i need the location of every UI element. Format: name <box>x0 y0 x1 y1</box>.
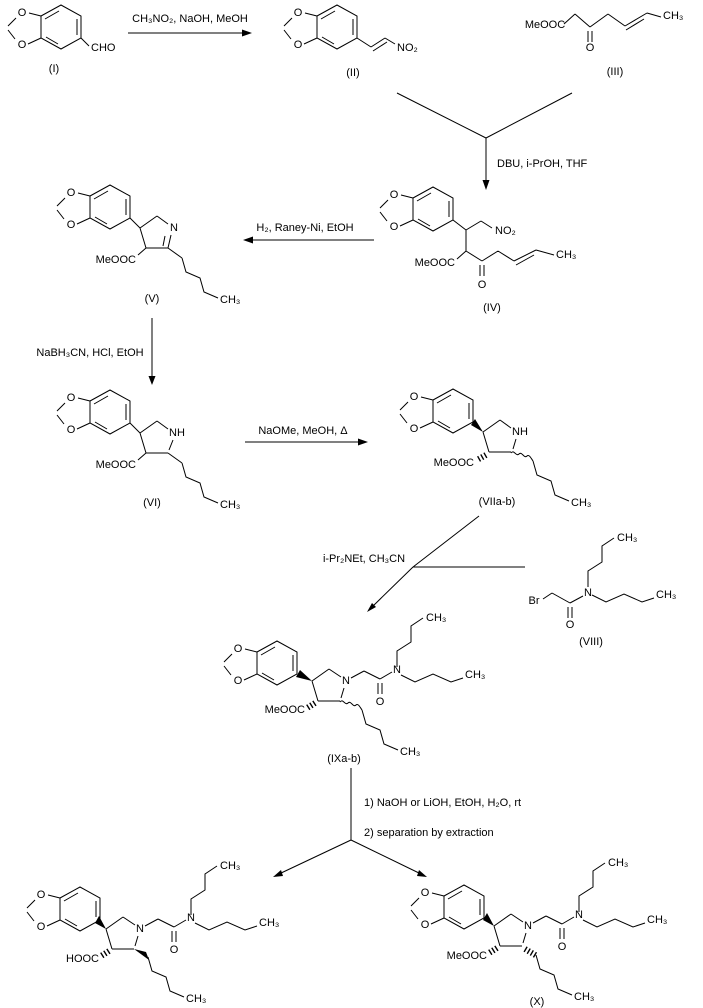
arrow-step7: 1) NaOH or LiOH, EtOH, H₂O, rt 2) separa… <box>273 768 521 877</box>
ester-atom-label: MeOOC <box>447 950 487 962</box>
arrow-step1: CH₃NO₂, NaOH, MeOH <box>128 13 252 37</box>
structure-acid-product: N HOOC <box>26 860 279 1006</box>
br-atom-label: Br <box>529 595 540 607</box>
methyl-atom-label: CH₃ <box>556 249 576 261</box>
structure-ii: NO₂ (II) <box>283 4 418 79</box>
nh-atom-label: NH <box>169 427 185 439</box>
nitrogen-atom-label: N <box>342 675 350 687</box>
ester-atom-label: MeOOC <box>96 459 136 471</box>
nh-atom-label: NH <box>512 426 528 438</box>
structure-iv: NO₂ MeOOC O CH₃ (IV) <box>379 186 576 314</box>
arrow-step5: NaOMe, MeOH, Δ <box>245 425 368 446</box>
oxygen-atom-label: O <box>478 279 487 291</box>
ester-atom-label: MeOOC <box>415 257 455 269</box>
nitrogen-atom-label: N <box>170 222 178 234</box>
arrow-step3: H₂, Raney-Ni, EtOH <box>243 222 374 244</box>
conditions-step4: NaBH₃CN, HCl, EtOH <box>36 347 143 359</box>
conditions-step7-line2: 2) separation by extraction <box>364 827 494 839</box>
compound-label-viii: (VIII) <box>579 636 603 648</box>
conditions-step3: H₂, Raney-Ni, EtOH <box>256 222 353 234</box>
acid-atom-label: HOOC <box>66 953 99 965</box>
structure-iii: MeOOC O CH₃ (III) <box>525 10 684 78</box>
structure-vi: NH MeOOC (VI) <box>56 389 241 512</box>
compound-label-vi: (VI) <box>143 497 161 509</box>
compound-label-ii: (II) <box>346 67 359 79</box>
conditions-step2: DBU, i-PrOH, THF <box>497 158 588 170</box>
ester-atom-label: MeOOC <box>265 704 305 716</box>
arrow-step6: i-Pr₂NEt, CH₃CN <box>323 515 525 612</box>
arrow-step2: DBU, i-PrOH, THF <box>396 92 588 190</box>
structure-viii: Br O N (VIII) <box>529 531 677 648</box>
ester-atom-label: MeOOC <box>434 457 474 469</box>
compound-label-iii: (III) <box>607 66 624 78</box>
structure-ixab: N MeOOC (IXa-b) <box>223 612 485 765</box>
compound-label-v: (V) <box>145 293 160 305</box>
compound-label-viiab: (VIIa-b) <box>479 496 516 508</box>
compound-label-iv: (IV) <box>483 302 501 314</box>
compound-label-x: (X) <box>530 996 545 1008</box>
structure-viiab: NH MeOOC (VIIa-b) <box>399 388 592 510</box>
nitrogen-atom-label: N <box>136 923 144 935</box>
conditions-step5: NaOMe, MeOH, Δ <box>258 425 348 437</box>
compound-label-i: (I) <box>49 63 59 75</box>
cho-atom-label: CHO <box>91 42 116 54</box>
structure-i: CHO (I) <box>7 4 116 75</box>
no2-atom-label: NO₂ <box>495 225 516 237</box>
nitrogen-atom-label: N <box>584 587 592 599</box>
ester-atom-label: MeOOC <box>525 19 565 31</box>
conditions-step7-line1: 1) NaOH or LiOH, EtOH, H₂O, rt <box>364 797 521 809</box>
no2-atom-label: NO₂ <box>397 42 418 54</box>
structure-x: N MeOOC (X) <box>410 857 667 1008</box>
nitrogen-atom-label: N <box>524 920 532 932</box>
conditions-step1: CH₃NO₂, NaOH, MeOH <box>132 13 248 25</box>
methyl-atom-label: CH₃ <box>663 10 683 22</box>
oxygen-atom-label: O <box>566 619 575 631</box>
structure-v: N MeOOC (V) <box>56 184 241 307</box>
ester-atom-label: MeOOC <box>96 254 136 266</box>
arrow-step4: NaBH₃CN, HCl, EtOH <box>36 318 156 385</box>
conditions-step6: i-Pr₂NEt, CH₃CN <box>323 553 405 565</box>
oxygen-atom-label: O <box>586 42 595 54</box>
compound-label-ixab: (IXa-b) <box>327 753 361 765</box>
